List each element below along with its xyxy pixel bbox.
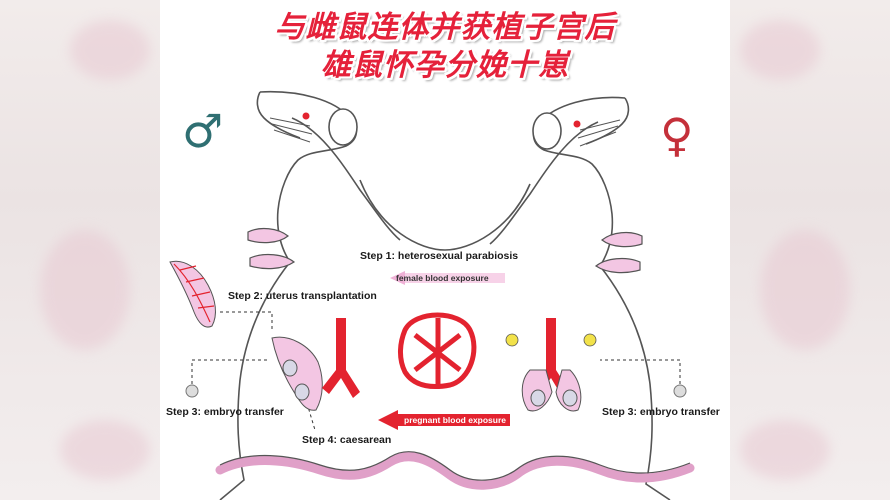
right-blurred-margin [730, 0, 890, 500]
pregnant-blood-label: pregnant blood exposure [404, 415, 507, 425]
right-whiskers [577, 119, 621, 147]
female-blood-arrow-body [405, 273, 505, 283]
left-blurred-margin [0, 0, 160, 500]
left-vessel [322, 318, 360, 398]
step2-label: Step 2: uterus transplantation [228, 290, 377, 302]
paws [247, 227, 643, 274]
tail-outlines [219, 451, 691, 481]
right-rat-eye [573, 120, 581, 128]
parabiosis-diagram [169, 90, 695, 500]
step3-right-label: Step 3: embryo transfer [602, 406, 720, 418]
step3-left-label: Step 3: embryo transfer [166, 406, 284, 418]
transplanted-uterus [271, 336, 323, 411]
female-symbol-icon: ♀ [660, 108, 694, 162]
step1-label: Step 1: heterosexual parabiosis [360, 250, 519, 262]
step4-label: Step 4: caesarean [302, 434, 392, 446]
male-symbol-icon: ♂ [182, 104, 224, 158]
embryo-left [185, 384, 199, 398]
left-whiskers [269, 117, 313, 143]
pregnant-blood-arrow [378, 410, 510, 430]
tails [215, 452, 695, 490]
donor-uterus-vessels [173, 263, 215, 323]
left-rat-eye [302, 112, 310, 120]
donor-uterus [169, 260, 216, 328]
central-vessel-network [398, 312, 477, 389]
female-blood-label: female blood exposure [396, 273, 489, 283]
diagram-panel: 与雌鼠连体并获植子宫后 雄鼠怀孕分娩十崽 ♂ ♀ Step 1: heteros… [160, 0, 730, 500]
right-uterus [521, 369, 582, 412]
left-rat [219, 90, 401, 500]
page-title-line-2: 雄鼠怀孕分娩十崽 [321, 48, 569, 83]
embryo-right [673, 384, 687, 398]
page-title-line-1: 与雌鼠连体并获植子宫后 [274, 10, 616, 45]
right-rat [489, 96, 671, 500]
joined-back-outline [359, 179, 531, 251]
ovaries [505, 333, 597, 347]
